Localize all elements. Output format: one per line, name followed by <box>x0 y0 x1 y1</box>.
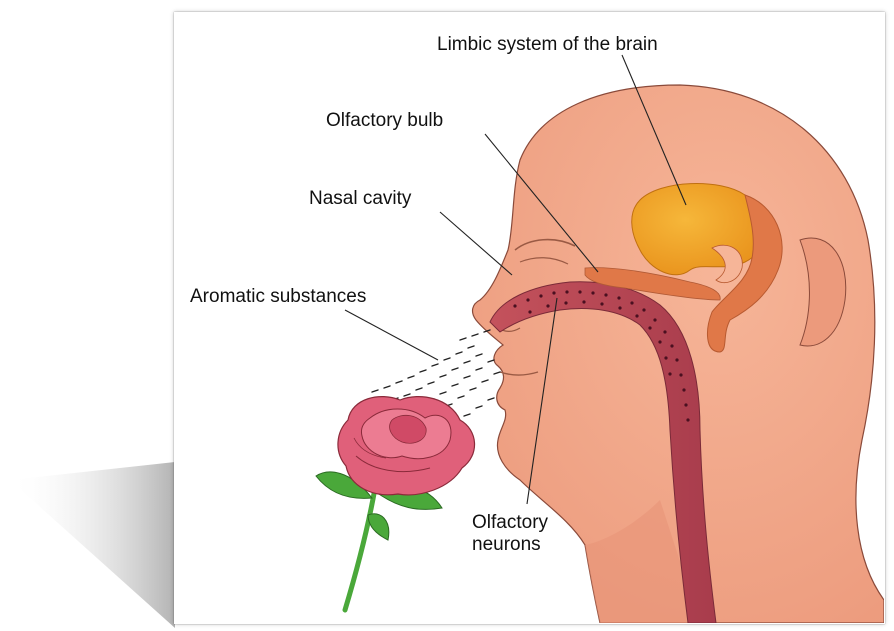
leader-aromatic <box>345 310 438 360</box>
label-nasal-cavity: Nasal cavity <box>309 188 411 210</box>
label-limbic-system: Limbic system of the brain <box>437 34 658 56</box>
rose <box>316 397 475 610</box>
label-olfactory-bulb: Olfactory bulb <box>326 110 443 132</box>
label-olfactory-neurons: Olfactory neurons <box>472 512 548 556</box>
rose-leaf <box>368 514 389 540</box>
leader-nasal <box>440 212 512 275</box>
label-aromatic-substances: Aromatic substances <box>190 286 366 308</box>
